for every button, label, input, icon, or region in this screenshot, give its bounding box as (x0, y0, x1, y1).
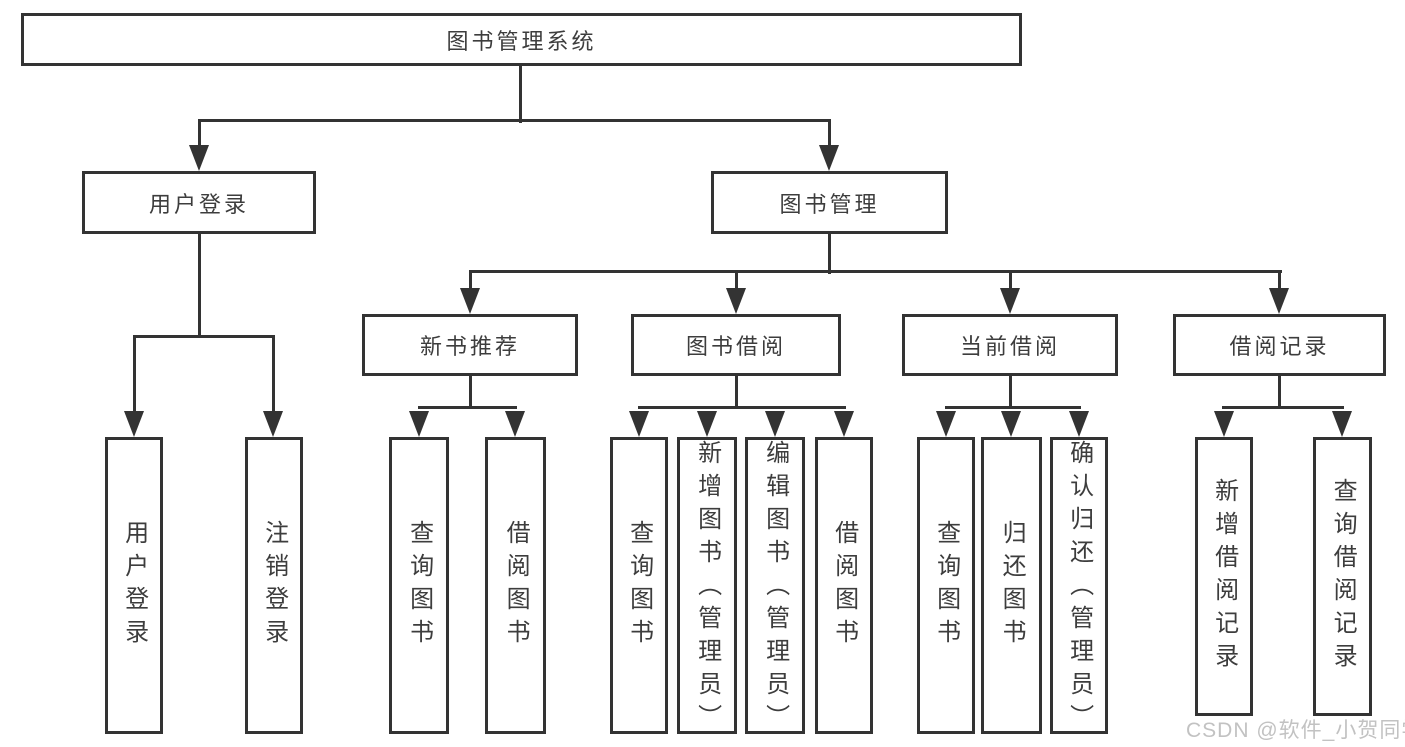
node-label: 新增借阅记录 (1210, 477, 1238, 676)
node-book-borrowing: 图书借阅 (631, 314, 841, 376)
node-label: 图书管理 (779, 191, 880, 217)
node-label: 查询图书 (932, 519, 960, 652)
connector-book-management-stem (828, 234, 831, 274)
leaf-query-books-recommendation: 查询图书 (389, 437, 449, 734)
node-label: 当前借阅 (959, 334, 1060, 359)
connector-records-stem (1278, 376, 1281, 409)
leaf-query-books-borrowing: 查询图书 (610, 437, 668, 734)
arrow-down-icon (629, 411, 649, 437)
node-label: 用户登录 (148, 191, 249, 217)
arrow-down-icon (409, 411, 429, 437)
arrow-down-icon (765, 411, 785, 437)
leaf-logout: 注销登录 (245, 437, 303, 734)
connector-records-bar (1222, 406, 1344, 409)
connector-root-stem (519, 66, 522, 123)
arrow-down-icon (936, 411, 956, 437)
leaf-user-login: 用户登录 (105, 437, 163, 734)
arrow-down-icon (189, 145, 209, 171)
connector-to-new-book-recommendation (469, 270, 472, 290)
node-book-management: 图书管理 (711, 171, 948, 234)
node-label: 新书推荐 (419, 334, 520, 359)
leaf-edit-books-admin: 编辑图书（管理员） (745, 437, 805, 737)
leaf-borrow-books: 借阅图书 (815, 437, 873, 734)
connector-user-login-bar (133, 335, 275, 338)
node-label: 查询图书 (625, 519, 653, 652)
connector-root-bar (198, 119, 831, 122)
arrow-down-icon (1000, 288, 1020, 314)
connector-borrowing-bar (638, 406, 846, 409)
arrow-down-icon (1332, 411, 1352, 437)
leaf-query-borrow-record: 查询借阅记录 (1313, 437, 1372, 716)
connector-to-borrowing-records (1278, 270, 1281, 290)
connector-current-stem (1009, 376, 1012, 409)
leaf-return-books: 归还图书 (981, 437, 1042, 734)
node-borrowing-records: 借阅记录 (1173, 314, 1386, 376)
connector-user-login-stem (198, 234, 201, 338)
node-label: 查询借阅记录 (1329, 477, 1357, 676)
connector-recommendation-bar (418, 406, 517, 409)
arrow-down-icon (505, 411, 525, 437)
leaf-borrow-books-recommendation: 借阅图书 (485, 437, 546, 734)
arrow-down-icon (263, 411, 283, 437)
connector-borrowing-stem (735, 376, 738, 409)
node-current-borrowing: 当前借阅 (902, 314, 1118, 376)
arrow-down-icon (1069, 411, 1089, 437)
csdn-watermark: CSDN @软件_小贺同学 (1186, 719, 1405, 742)
node-label: 注销登录 (260, 519, 288, 652)
arrow-down-icon (1269, 288, 1289, 314)
arrow-down-icon (460, 288, 480, 314)
connector-recommendation-stem (469, 376, 472, 409)
arrow-down-icon (124, 411, 144, 437)
arrow-down-icon (697, 411, 717, 437)
connector-level2-bar (469, 270, 1282, 273)
arrow-down-icon (1214, 411, 1234, 437)
node-label: 图书管理系统 (446, 28, 597, 54)
node-library-management-system: 图书管理系统 (21, 13, 1022, 66)
leaf-confirm-return-admin: 确认归还（管理员） (1050, 437, 1108, 737)
arrow-down-icon (726, 288, 746, 314)
leaf-add-borrow-record: 新增借阅记录 (1195, 437, 1253, 716)
connector-to-leaf-logout (272, 335, 275, 413)
connector-to-current-borrowing (1009, 270, 1012, 290)
arrow-down-icon (834, 411, 854, 437)
node-label: 新增图书（管理员） (693, 440, 721, 737)
connector-to-book-management (828, 119, 831, 147)
node-new-book-recommendation: 新书推荐 (362, 314, 578, 376)
node-label: 借阅图书 (502, 519, 530, 652)
connector-to-user-login (198, 119, 201, 147)
node-label: 图书借阅 (685, 334, 786, 359)
leaf-add-books-admin: 新增图书（管理员） (677, 437, 737, 737)
arrow-down-icon (1001, 411, 1021, 437)
node-label: 确认归还（管理员） (1065, 440, 1093, 737)
node-label: 查询图书 (405, 519, 433, 652)
connector-to-leaf-user-login (133, 335, 136, 413)
node-label: 用户登录 (120, 519, 148, 652)
node-label: 借阅记录 (1229, 334, 1330, 359)
leaf-query-books-current: 查询图书 (917, 437, 975, 734)
node-user-login: 用户登录 (82, 171, 316, 234)
node-label: 编辑图书（管理员） (761, 440, 789, 737)
node-label: 借阅图书 (830, 519, 858, 652)
connector-to-book-borrowing (735, 270, 738, 290)
connector-current-bar (945, 406, 1081, 409)
arrow-down-icon (819, 145, 839, 171)
node-label: 归还图书 (998, 519, 1026, 652)
